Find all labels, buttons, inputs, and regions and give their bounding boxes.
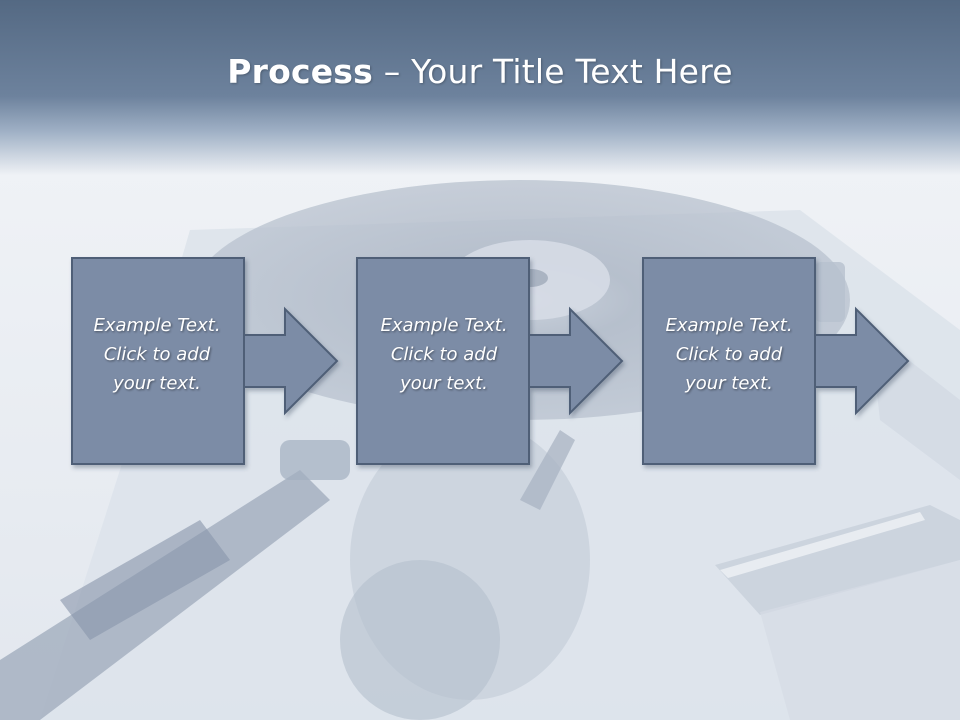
process-arrow-2[interactable]	[516, 306, 624, 416]
step-text-line: Click to add	[675, 344, 783, 365]
process-step-3[interactable]	[642, 257, 910, 465]
process-step-1[interactable]	[71, 257, 339, 465]
step-text-line: Click to add	[103, 344, 211, 365]
step-text-line: your text.	[400, 373, 488, 394]
step-text-line: Example Text.	[665, 315, 793, 336]
step-text-line: your text.	[685, 373, 773, 394]
process-step-2[interactable]	[356, 257, 624, 465]
title-rest-part: Your Title Text Here	[411, 52, 733, 91]
step-text-line: Click to add	[390, 344, 498, 365]
process-box-1[interactable]	[71, 257, 245, 465]
process-step-1-text[interactable]: Example Text. Click to add your text.	[70, 311, 244, 398]
process-box-3[interactable]	[642, 257, 816, 465]
step-text-line: Example Text.	[93, 315, 221, 336]
step-text-line: Example Text.	[380, 315, 508, 336]
process-step-2-text[interactable]: Example Text. Click to add your text.	[357, 311, 531, 398]
process-arrow-3[interactable]	[802, 306, 910, 416]
title-bold-part: Process	[227, 52, 373, 91]
slide-title[interactable]: Process – Your Title Text Here	[0, 52, 960, 91]
step-text-line: your text.	[113, 373, 201, 394]
process-box-2[interactable]	[356, 257, 530, 465]
process-step-3-text[interactable]: Example Text. Click to add your text.	[642, 311, 816, 398]
title-separator: –	[373, 52, 412, 91]
title-band	[0, 0, 960, 175]
process-arrow-1[interactable]	[231, 306, 339, 416]
